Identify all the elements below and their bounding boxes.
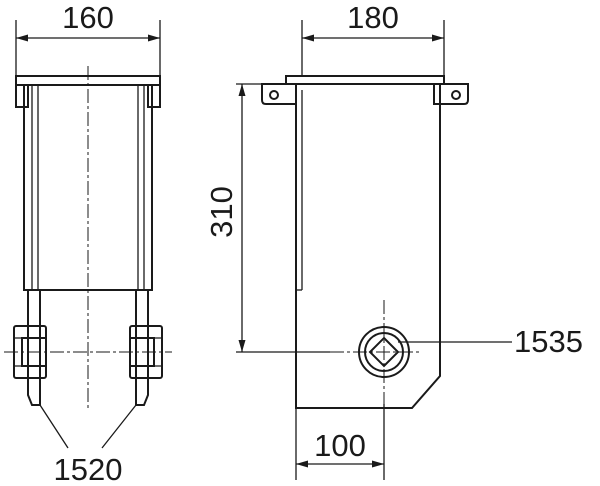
side-top-flange <box>285 75 445 85</box>
dimension-side-width: 180 <box>301 0 445 76</box>
side-view <box>236 75 469 409</box>
callout-1520: 1520 <box>39 404 137 486</box>
dimension-pivot-offset: 100 <box>295 404 385 480</box>
callout-1520-label: 1520 <box>54 452 123 486</box>
dimension-front-width: 160 <box>15 0 161 76</box>
front-left-plate <box>27 289 41 406</box>
front-view <box>4 66 172 410</box>
callout-1535-label: 1535 <box>514 324 583 359</box>
side-right-ear <box>433 83 469 105</box>
dimension-height: 310 <box>204 83 262 352</box>
pivot-offset-label: 100 <box>314 428 366 463</box>
front-right-ear <box>147 84 161 108</box>
height-label: 310 <box>204 186 239 238</box>
front-left-ear <box>15 84 29 108</box>
callout-1535: 1535 <box>398 324 583 359</box>
front-right-plate <box>135 289 149 406</box>
side-width-label: 180 <box>347 0 399 35</box>
front-width-label: 160 <box>62 0 114 35</box>
side-body <box>295 83 441 409</box>
side-left-ear <box>261 83 297 105</box>
